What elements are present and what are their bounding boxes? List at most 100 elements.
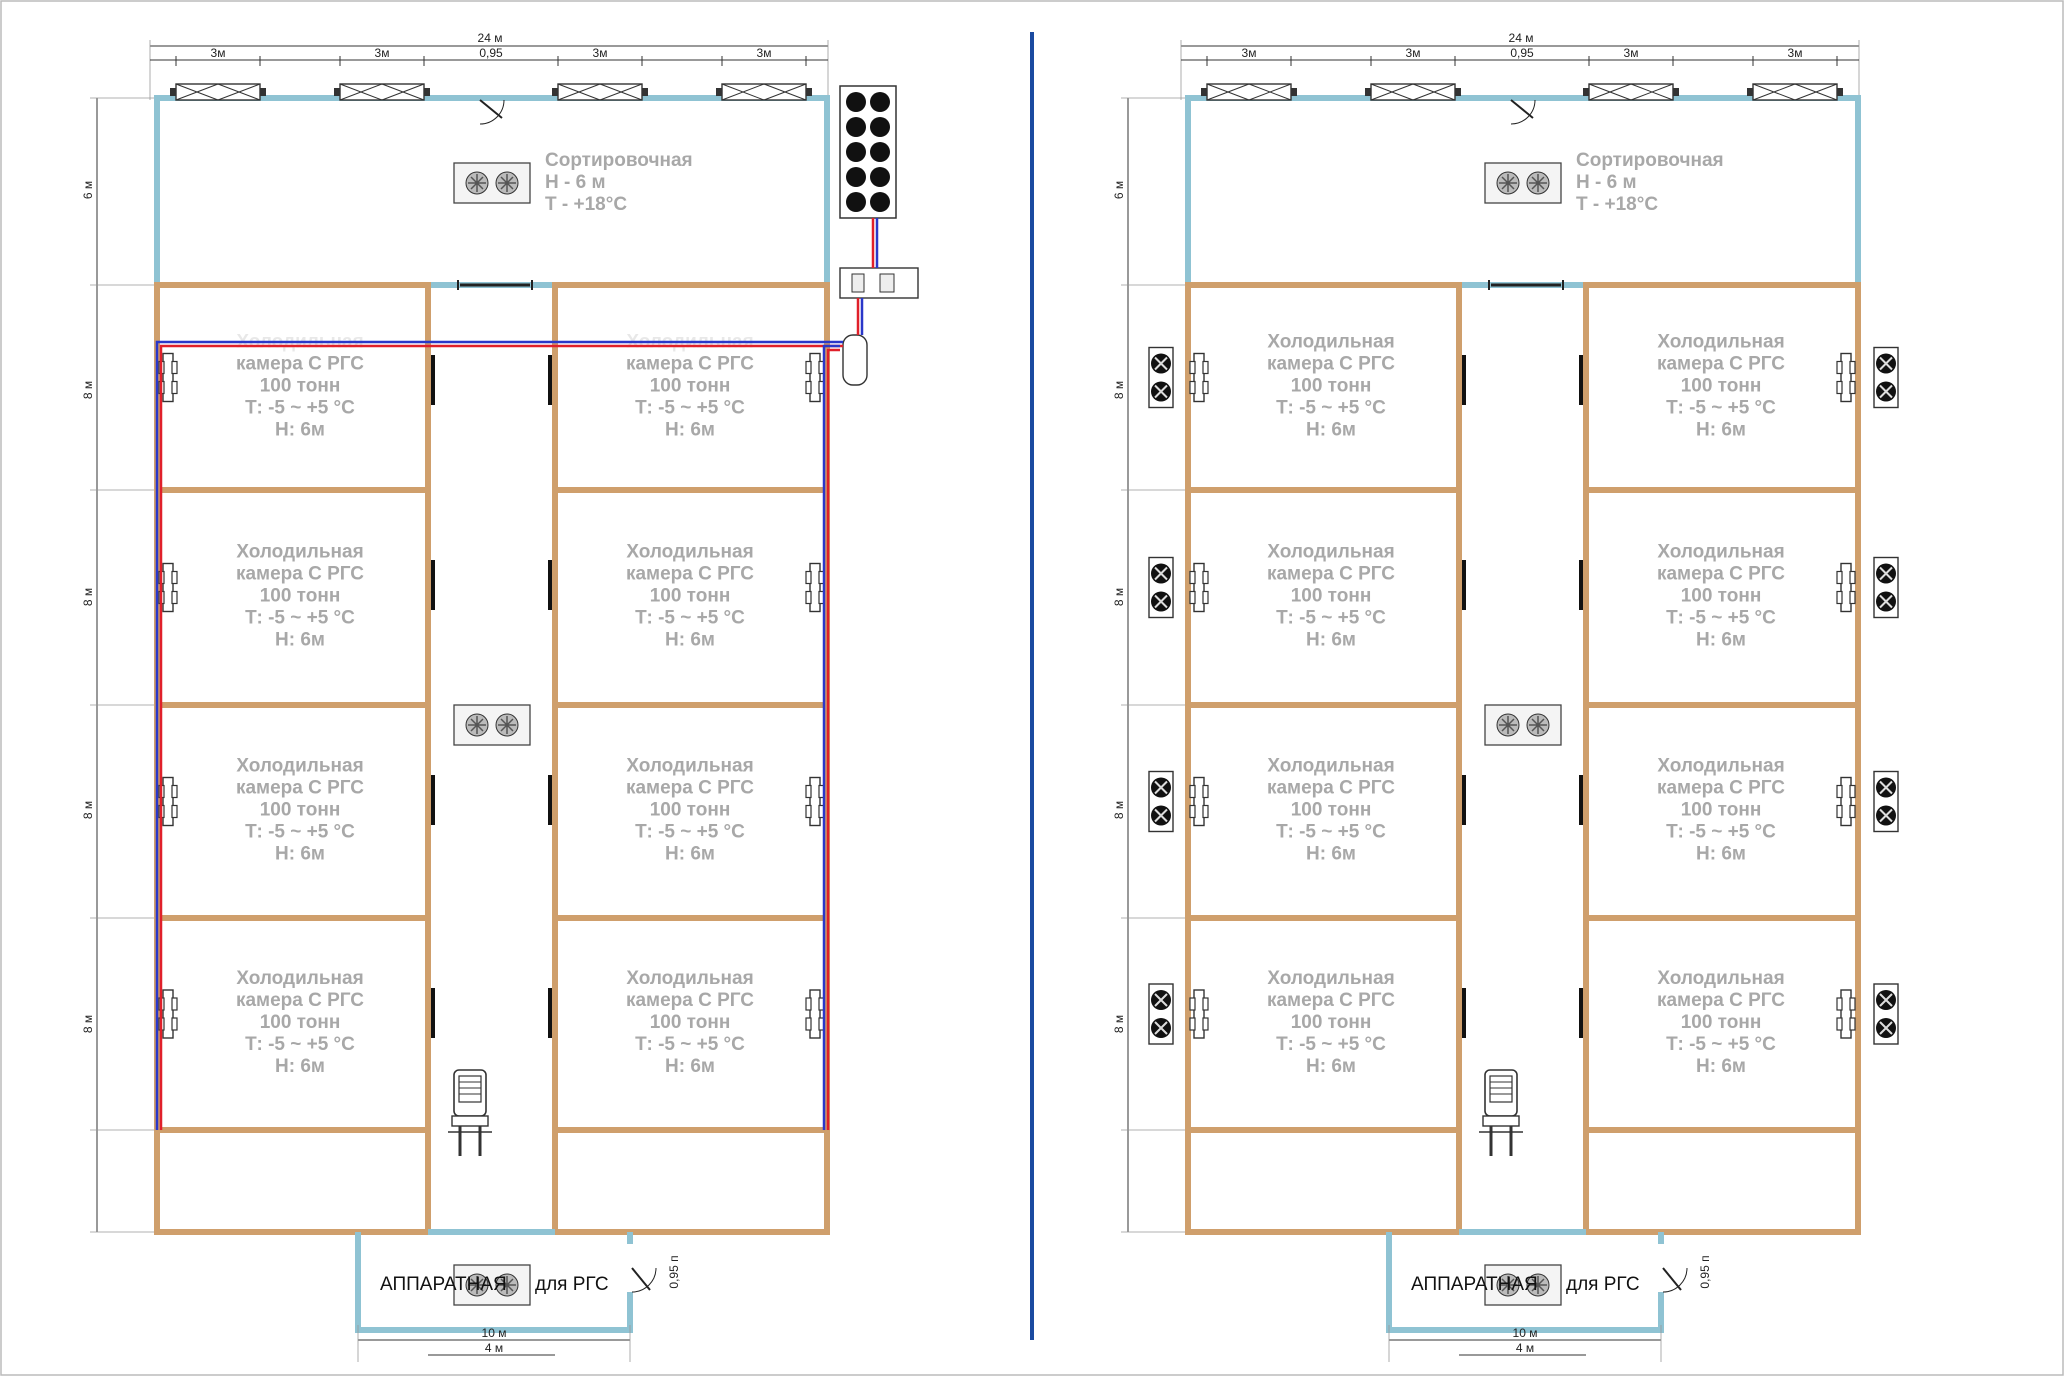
dim-height-label: 8 м xyxy=(81,381,95,399)
chamber-label: Н: 6м xyxy=(275,630,325,651)
bottom-room-walls xyxy=(1583,1127,1861,1235)
dim-door-vertical: 0,95 п xyxy=(667,1255,681,1288)
pipe-blue-loop xyxy=(155,340,843,1130)
evaporator-icon xyxy=(1836,352,1856,403)
evaporator-icon xyxy=(1836,776,1856,827)
dim-height-label: 6 м xyxy=(1112,181,1126,199)
chamber-label: Т: -5 ~ +5 °С xyxy=(245,822,355,843)
evaporator-icon xyxy=(805,352,825,403)
door-swing-icon xyxy=(1662,1267,1688,1293)
dim-window-width: 3м xyxy=(1406,46,1421,60)
chamber-label: камера С РГС xyxy=(1657,354,1785,375)
condenser-fan xyxy=(846,167,866,187)
chamber-label: Н: 6м xyxy=(275,420,325,441)
tank-body xyxy=(842,334,868,386)
chamber-label: 100 тонн xyxy=(1681,800,1762,821)
bottom-room-walls xyxy=(552,1127,830,1235)
chamber-label: камера С РГС xyxy=(626,564,754,585)
dim-window-width: 3м xyxy=(593,46,608,60)
external-fan-unit-icon xyxy=(1873,346,1899,409)
dim-height-label: 8 м xyxy=(1112,801,1126,819)
condenser-fan xyxy=(846,117,866,137)
chamber-label: Н: 6м xyxy=(1696,1056,1746,1077)
chamber-label: Н: 6м xyxy=(1696,630,1746,651)
chamber-label: Т: -5 ~ +5 °С xyxy=(1666,398,1776,419)
chamber-label: Холодильная xyxy=(626,756,753,777)
fan-unit-icon xyxy=(1484,704,1562,746)
external-fan-unit-icon xyxy=(1148,346,1174,409)
condenser-fan xyxy=(846,192,866,212)
condenser-fan xyxy=(846,92,866,112)
evaporator-icon xyxy=(805,989,825,1039)
window-icon xyxy=(1582,83,1680,101)
external-fan-unit-icon xyxy=(1873,983,1899,1045)
door-swing-icon xyxy=(479,99,505,125)
evaporator-icon xyxy=(1836,989,1856,1039)
chamber-label: камера С РГС xyxy=(1267,564,1395,585)
dim-window-width: 3м xyxy=(211,46,226,60)
dim-door-vertical: 0,95 п xyxy=(1698,1255,1712,1288)
chamber-label: Н: 6м xyxy=(665,420,715,441)
dim-height-label: 8 м xyxy=(1112,381,1126,399)
chamber-label: Холодильная xyxy=(626,968,753,989)
chamber-label: Т: -5 ~ +5 °С xyxy=(245,1034,355,1055)
chamber-label: камера С РГС xyxy=(236,564,364,585)
pipe-red-loop xyxy=(159,344,843,1130)
chamber-label: Т: -5 ~ +5 °С xyxy=(1276,398,1386,419)
compressor-icon xyxy=(839,267,919,299)
sorting-room-height: Н - 6 м xyxy=(545,172,606,193)
chamber-label: Т: -5 ~ +5 °С xyxy=(1666,608,1776,629)
window-icon xyxy=(715,83,813,101)
chamber-label: камера С РГС xyxy=(1657,564,1785,585)
chamber-label: 100 тонн xyxy=(260,1012,341,1033)
chamber-label: 100 тонн xyxy=(1291,800,1372,821)
chamber-label: камера С РГС xyxy=(236,778,364,799)
chamber-label: Холодильная xyxy=(1267,968,1394,989)
pipe-blue-loop xyxy=(822,344,840,1130)
window-icon xyxy=(1746,83,1844,101)
forklift-icon xyxy=(1477,1068,1525,1158)
chamber-label: Т: -5 ~ +5 °С xyxy=(1666,1034,1776,1055)
dim-apparatus-width: 10 м xyxy=(482,1326,507,1340)
bottom-room-walls xyxy=(1185,1127,1462,1235)
chamber-label: Н: 6м xyxy=(1306,1056,1356,1077)
chamber-label: Н: 6м xyxy=(275,844,325,865)
sorting-room-temp: Т - +18°С xyxy=(545,194,627,215)
window-icon xyxy=(169,83,267,101)
compressor-part xyxy=(851,273,865,293)
window-icon xyxy=(333,83,431,101)
chamber-label: Т: -5 ~ +5 °С xyxy=(1666,822,1776,843)
fan-unit-icon xyxy=(1484,162,1562,204)
dim-height-label: 8 м xyxy=(81,1015,95,1033)
chamber-label: 100 тонн xyxy=(650,800,731,821)
chamber-label: Н: 6м xyxy=(665,1056,715,1077)
apparatus-room-suffix: для РГС xyxy=(535,1274,609,1295)
chamber-label: камера С РГС xyxy=(1267,990,1395,1011)
evaporator-icon xyxy=(1836,562,1856,613)
chamber-label: 100 тонн xyxy=(1291,1012,1372,1033)
chamber-label: Холодильная xyxy=(1267,756,1394,777)
chamber-label: Т: -5 ~ +5 °С xyxy=(635,398,745,419)
chamber-label: камера С РГС xyxy=(1267,778,1395,799)
chamber-label: Т: -5 ~ +5 °С xyxy=(635,822,745,843)
chamber-label: 100 тонн xyxy=(260,376,341,397)
chamber-label: Холодильная xyxy=(1267,542,1394,563)
evaporator-icon xyxy=(1189,989,1209,1039)
chamber-label: 100 тонн xyxy=(1291,586,1372,607)
condenser-fan xyxy=(846,142,866,162)
chamber-label: 100 тонн xyxy=(260,586,341,607)
dim-window-width: 3м xyxy=(375,46,390,60)
dim-height-label: 8 м xyxy=(81,588,95,606)
chamber-label: Холодильная xyxy=(626,542,753,563)
chamber-label: 100 тонн xyxy=(1291,376,1372,397)
sorting-room-temp: Т - +18°С xyxy=(1576,194,1658,215)
chamber-label: камера С РГС xyxy=(626,990,754,1011)
dim-apparatus-inner: 4 м xyxy=(485,1341,503,1355)
door-swing-icon xyxy=(631,1267,657,1293)
condenser-fan xyxy=(870,167,890,187)
evaporator-icon xyxy=(805,562,825,613)
external-fan-unit-icon xyxy=(1873,770,1899,833)
evaporator-icon xyxy=(1189,352,1209,403)
